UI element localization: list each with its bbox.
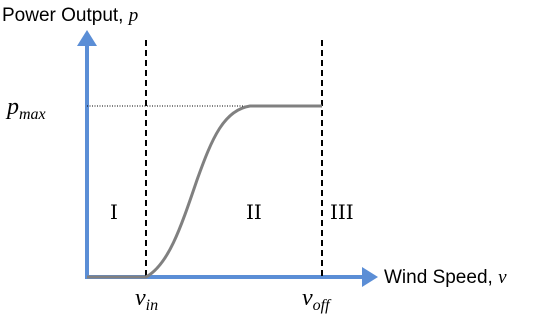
y-axis-label: Power Output, p [2, 5, 138, 26]
region-label-ii: II [246, 200, 262, 224]
region-label-iii: III [330, 200, 354, 224]
y-axis-arrowhead [77, 30, 97, 46]
v-in-label: vin [135, 285, 158, 314]
region-label-i: I [110, 200, 118, 224]
x-axis-arrowhead [362, 267, 378, 287]
power-curve [87, 104, 322, 279]
p-max-label: pmax [5, 94, 46, 123]
x-axis-label: Wind Speed, v [384, 267, 507, 288]
v-off-label: voff [302, 285, 332, 314]
